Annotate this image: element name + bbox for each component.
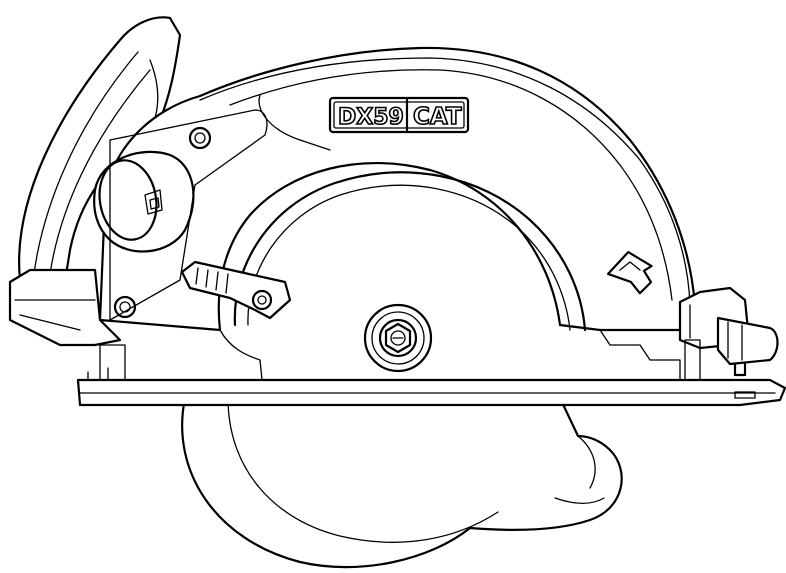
upper-blade-guard (98, 46, 702, 332)
badge-model-text: DX59 (338, 105, 404, 130)
screw-upper (188, 126, 212, 150)
bevel-knob (678, 286, 779, 377)
base-plate (76, 329, 786, 407)
depth-adjust-lever (180, 260, 292, 320)
rotation-arrow-icon (606, 250, 653, 295)
dust-port (93, 150, 195, 253)
arbor-bolt (363, 303, 433, 373)
screw-lower (113, 295, 137, 319)
model-badge: DX59 CAT (328, 96, 470, 134)
guard-plate (109, 109, 268, 321)
front-housing (8, 268, 122, 347)
lower-blade-guard (181, 396, 623, 569)
badge-brand-text: CAT (413, 104, 462, 130)
